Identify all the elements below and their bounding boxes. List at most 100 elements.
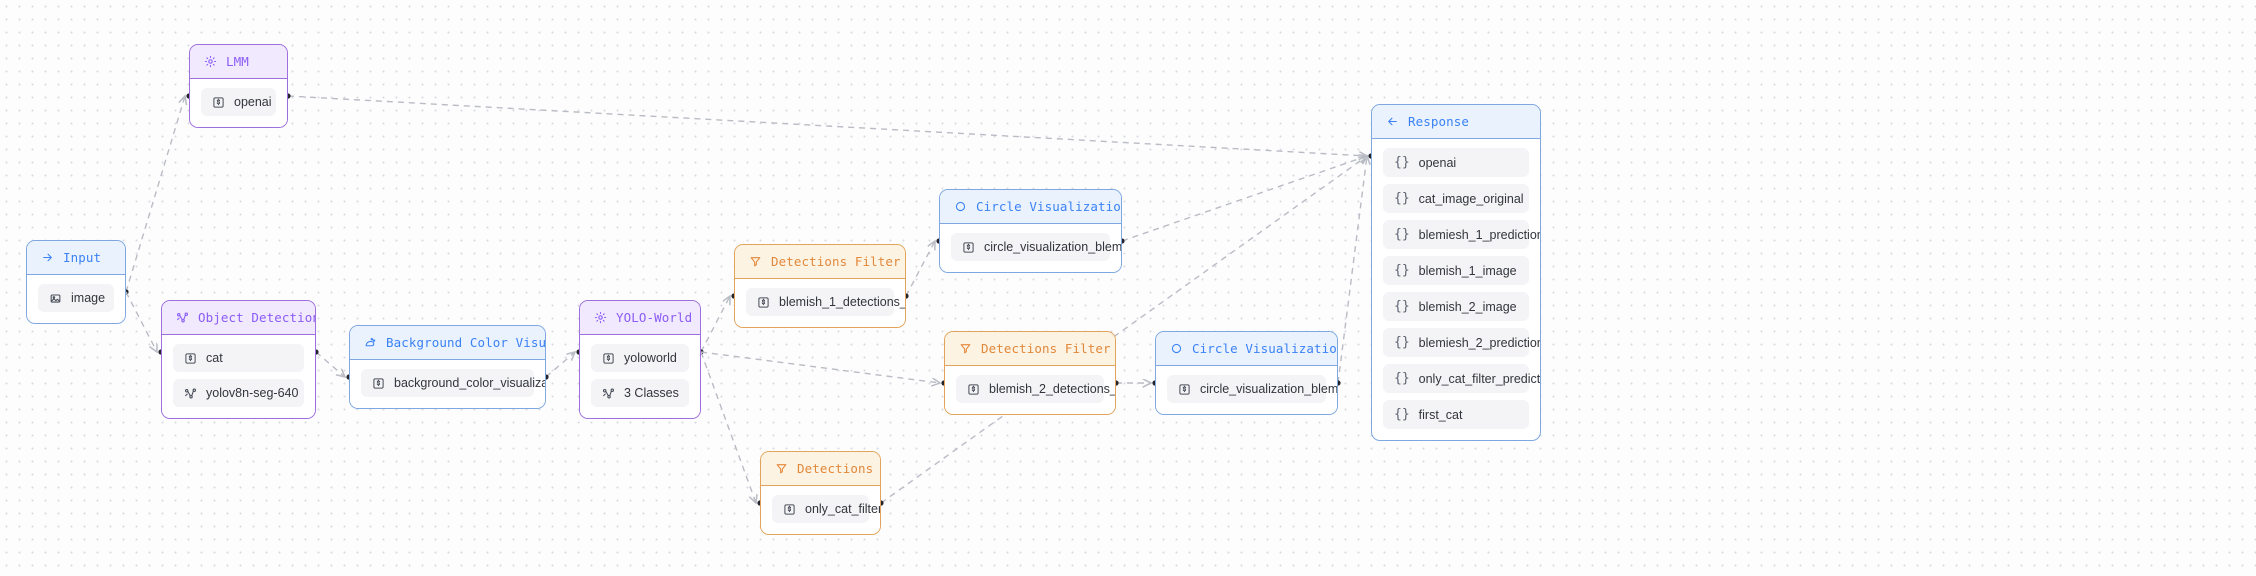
- response-item-label: blemish_1_image: [1418, 263, 1517, 278]
- response-item[interactable]: {}blemish_1_image: [1383, 256, 1529, 285]
- node-body-yolo-world-model: yoloworld 3 Classes: [580, 335, 700, 418]
- braces-icon: {}: [1394, 191, 1410, 206]
- response-item-label: blemish_2_image: [1418, 299, 1517, 314]
- node-body-detections-filter-blemish-2: blemish_2_detections_filter: [945, 366, 1115, 414]
- edge-background-color-visualization-to-yolo-world-model: [545, 352, 575, 378]
- braces-icon: {}: [1394, 407, 1410, 422]
- node-title: Object Detection Model: [198, 310, 316, 325]
- node-title: Detections Filter: [771, 254, 901, 269]
- node-row[interactable]: background_color_visualization: [361, 369, 545, 397]
- node-row[interactable]: openai: [201, 88, 276, 116]
- response-item[interactable]: {}cat_image_original: [1383, 184, 1529, 213]
- response-item[interactable]: {}first_cat: [1383, 400, 1529, 429]
- node-yolo-world-model[interactable]: YOLO-World Model yoloworld 3 Classes: [579, 300, 701, 419]
- node-title: Detections Filter: [797, 461, 880, 476]
- node-row[interactable]: circle_visualization_blemish_2: [1167, 375, 1337, 403]
- node-header-input: Input: [27, 241, 125, 275]
- node-header-background-color-visualization: Background Color Visualization: [350, 326, 545, 360]
- node-row[interactable]: image: [38, 284, 114, 312]
- node-input[interactable]: Input image: [26, 240, 126, 324]
- variable-icon: [372, 377, 385, 390]
- node-header-yolo-world-model: YOLO-World Model: [580, 301, 700, 335]
- node-row-label: openai: [234, 95, 272, 109]
- image-icon: [49, 292, 62, 305]
- node-title: Input: [63, 250, 102, 265]
- filter-icon: [959, 342, 972, 355]
- node-background-color-visualization[interactable]: Background Color Visualization background…: [349, 325, 546, 409]
- node-row-label: circle_visualization_blemish_1: [984, 240, 1122, 254]
- node-row[interactable]: blemish_1_detections_filter: [746, 288, 905, 316]
- node-row[interactable]: circle_visualization_blemish_1: [951, 233, 1121, 261]
- node-row-label: blemish_1_detections_filter: [779, 295, 905, 309]
- node-detections-filter-only-cat[interactable]: Detections Filter only_cat_filter: [760, 451, 881, 535]
- circle-icon: [1170, 342, 1183, 355]
- node-circle-visualization-blemish-1[interactable]: Circle Visualization circle_visualization…: [939, 189, 1122, 273]
- node-body-detections-filter-only-cat: only_cat_filter: [761, 486, 880, 534]
- node-header-detections-filter-blemish-2: Detections Filter: [945, 332, 1115, 366]
- network-icon: [602, 387, 615, 400]
- braces-icon: {}: [1394, 155, 1410, 170]
- edge-circle-visualization-blemish-2-to-response: [1337, 156, 1367, 384]
- network-icon: [184, 387, 197, 400]
- edge-input-to-object-detection-model: [125, 291, 157, 352]
- braces-icon: {}: [1394, 299, 1410, 314]
- node-header-detections-filter-blemish-1: Detections Filter: [735, 245, 905, 279]
- filter-icon: [749, 255, 762, 268]
- circle-icon: [954, 200, 967, 213]
- node-row[interactable]: only_cat_filter: [772, 495, 880, 523]
- edge-detections-filter-blemish-1-to-circle-visualization-blemish-1: [905, 241, 935, 297]
- node-body-detections-filter-blemish-1: blemish_1_detections_filter: [735, 279, 905, 327]
- node-row[interactable]: 3 Classes: [591, 379, 689, 407]
- response-item[interactable]: {}blemiesh_1_predictions: [1383, 220, 1540, 249]
- paint-icon: [364, 336, 377, 349]
- variable-icon: [602, 352, 615, 365]
- braces-icon: {}: [1394, 227, 1410, 242]
- response-panel[interactable]: Response{}openai{}cat_image_original{}bl…: [1371, 104, 1541, 441]
- variable-icon: [1178, 383, 1191, 396]
- node-header-object-detection-model: Object Detection Model: [162, 301, 315, 335]
- response-panel-title: Response: [1408, 114, 1470, 129]
- response-item-label: only_cat_filter_predictions: [1418, 371, 1541, 386]
- node-lmm[interactable]: LMM openai: [189, 44, 288, 128]
- arrow-left-icon: [1386, 115, 1399, 128]
- node-object-detection-model[interactable]: Object Detection Model cat yolov8n-seg-640: [161, 300, 316, 419]
- response-item[interactable]: {}blemiesh_2_predictions: [1383, 328, 1540, 357]
- response-item-label: openai: [1418, 155, 1457, 170]
- response-item[interactable]: {}only_cat_filter_predictions: [1383, 364, 1540, 393]
- node-row[interactable]: yoloworld: [591, 344, 689, 372]
- node-row[interactable]: cat: [173, 344, 304, 372]
- node-row[interactable]: blemish_2_detections_filter: [956, 375, 1115, 403]
- arrow-right-icon: [41, 251, 54, 264]
- gear-icon: [204, 55, 217, 68]
- filter-icon: [775, 462, 788, 475]
- node-row-label: only_cat_filter: [805, 502, 881, 516]
- node-row-label: yolov8n-seg-640: [206, 386, 299, 400]
- node-detections-filter-blemish-2[interactable]: Detections Filter blemish_2_detections_fi…: [944, 331, 1116, 415]
- node-header-lmm: LMM: [190, 45, 287, 79]
- node-row-label: yoloworld: [624, 351, 677, 365]
- variable-icon: [212, 96, 225, 109]
- node-row-label: 3 Classes: [624, 386, 679, 400]
- network-icon: [176, 311, 189, 324]
- node-row-label: blemish_2_detections_filter: [989, 382, 1115, 396]
- response-item[interactable]: {} openai: [1383, 148, 1529, 177]
- edge-yolo-world-model-to-detections-filter-blemish-1: [700, 296, 730, 353]
- variable-icon: [962, 241, 975, 254]
- node-title: Circle Visualization: [976, 199, 1122, 214]
- node-detections-filter-blemish-1[interactable]: Detections Filter blemish_1_detections_fi…: [734, 244, 906, 328]
- node-row-label: background_color_visualization: [394, 376, 545, 390]
- node-title: Background Color Visualization: [386, 335, 546, 350]
- response-panel-body: {} openai {}cat_image_original {}blemiesh_1…: [1372, 139, 1540, 440]
- response-panel-header: Response: [1372, 105, 1540, 139]
- node-row-label: image: [71, 291, 106, 305]
- response-item[interactable]: {} blemish_2_image: [1383, 292, 1529, 321]
- node-title: YOLO-World Model: [616, 310, 700, 325]
- edge-input-to-lmm: [125, 96, 185, 293]
- edge-yolo-world-model-to-detections-filter-only-cat: [700, 351, 756, 503]
- node-title: Detections Filter: [981, 341, 1111, 356]
- edge-circle-visualization-blemish-1-to-response: [1121, 156, 1367, 242]
- node-row[interactable]: yolov8n-seg-640: [173, 379, 304, 407]
